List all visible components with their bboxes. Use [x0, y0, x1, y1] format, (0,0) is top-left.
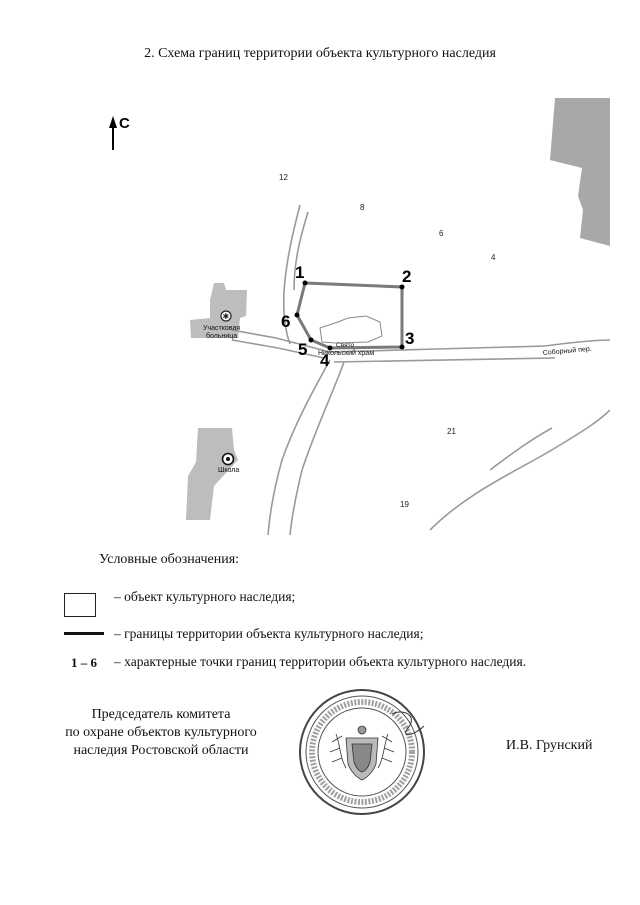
north-label: С [119, 115, 130, 132]
road-soborny-edge [333, 357, 556, 363]
north-arrow-icon: С [109, 115, 130, 150]
hospital-label-1: Участковая [203, 325, 240, 332]
signature-scribble [391, 711, 425, 735]
boundary-points [294, 280, 405, 351]
road-east-diagonal [429, 409, 610, 531]
hospital-icon: ✱ [220, 310, 232, 322]
church-label-2: Никольский храм [318, 349, 374, 357]
official-seal [299, 689, 425, 815]
point-label-2: 2 [402, 267, 411, 286]
legend-object-text: – объект культурного наследия; [114, 589, 296, 604]
road-north-edge [293, 211, 309, 291]
position-line: Председатель комитета [91, 707, 231, 722]
place-number: 6 [439, 229, 444, 238]
position-line: по охране объектов культурного [65, 725, 257, 740]
school-building [186, 428, 238, 520]
place-number: 4 [491, 253, 496, 262]
hospital-label-2: больница [206, 332, 237, 340]
point-label-1: 1 [295, 263, 304, 282]
place-number: 19 [400, 500, 409, 509]
church-building [319, 315, 383, 344]
boundary-point-4 [327, 345, 333, 351]
road-south-1 [267, 359, 331, 536]
place-number: 21 [447, 427, 456, 436]
legend-boundary-symbol [64, 632, 104, 635]
boundary-point-2 [399, 284, 405, 290]
church-label-1: Свято [336, 342, 354, 349]
place-number: 8 [360, 203, 365, 212]
boundary-point-6 [294, 312, 300, 318]
point-label-4: 4 [320, 351, 330, 370]
point-label-3: 3 [405, 329, 414, 348]
place-number: 12 [279, 173, 288, 182]
signatory-name: И.В. Грунский [506, 738, 593, 753]
road-west-edge [231, 339, 325, 359]
school-icon [221, 452, 235, 466]
legend-points-symbol: 1 – 6 [71, 655, 97, 670]
school-label: Школа [218, 467, 239, 474]
legend-points-text: – характерные точки границ территории об… [114, 654, 527, 669]
seal-emblem-icon [329, 725, 395, 781]
hospital-building [190, 283, 247, 338]
road-soborny [329, 345, 546, 353]
svg-text:✱: ✱ [223, 312, 230, 321]
road-east-branch [489, 427, 553, 471]
page-title: 2. Схема границ территории объекта культ… [144, 46, 496, 61]
point-label-6: 6 [281, 312, 290, 331]
road-west [231, 329, 331, 353]
position-line: наследия Ростовской области [73, 743, 249, 758]
legend-object-symbol [64, 593, 96, 617]
road-south-2 [289, 361, 345, 536]
signatory-position: Председатель комитета по охране объектов… [46, 706, 276, 760]
road-north [282, 204, 301, 345]
legend-title: Условные обозначения: [99, 552, 240, 567]
street-label: Соборный пер. [542, 345, 592, 357]
boundary-point-5 [308, 337, 314, 343]
point-label-5: 5 [298, 340, 307, 359]
boundary-map: 1 2 3 4 5 6 С 12 8 6 4 21 19 ✱ Участкова… [109, 98, 610, 536]
legend-boundary-text: – границы территории объекта культурного… [114, 626, 424, 641]
boundary-point-3 [399, 344, 405, 350]
boundary-point-1 [302, 280, 308, 286]
road-soborny-end [544, 339, 610, 347]
grey-building-block [550, 98, 610, 246]
